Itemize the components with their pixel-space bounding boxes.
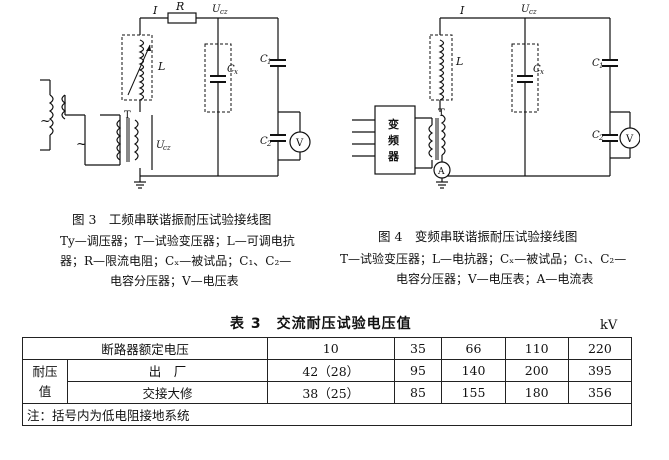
fig3-title: 图 3 工频串联谐振耐压试验接线图 xyxy=(72,212,272,227)
fig4-c1-label: C xyxy=(592,58,600,69)
fig4-legend-line-2: 电容分压器；V—电压表；A—电流表 xyxy=(396,272,594,286)
fig3-cx-label: C xyxy=(227,64,235,75)
fig4-ammeter-label: A xyxy=(437,167,445,177)
rating-cell: 66 xyxy=(441,337,506,360)
value-cell: 85 xyxy=(393,381,443,404)
rating-cell: 110 xyxy=(504,337,569,360)
fig3-c1-sub: 1 xyxy=(267,58,271,66)
fig4-ucz-sub: cz xyxy=(529,8,537,16)
table-row: 耐压值 出 厂 42（28） 95 140 200 395 xyxy=(22,359,633,404)
fig4-transformer-label: T xyxy=(438,108,445,119)
table-note-row: 注：括号内为低电阻接地系统 xyxy=(22,403,632,426)
fig3-legend-line-2: 器；R—限流电阻；Cₓ—被试品；C₁、C₂— xyxy=(60,254,292,268)
fig4-converter-label-2: 频 xyxy=(388,133,399,147)
row-label-cell: 交接大修 xyxy=(67,381,268,404)
value-cell: 395 xyxy=(567,359,633,382)
fig3-regulator-tilde: ~ xyxy=(76,137,87,152)
fig3-ucz-label: U xyxy=(212,4,221,15)
value-cell: 140 xyxy=(441,359,506,382)
table-note: 注：括号内为低电阻接地系统 xyxy=(22,403,632,426)
fig4-converter-label-3: 器 xyxy=(387,150,400,163)
fig3-current-label: I xyxy=(152,4,158,17)
fig3-ucz-side-label: U xyxy=(156,140,165,151)
fig3-c2-label: C xyxy=(260,136,268,147)
fig4-title: 图 4 变频串联谐振耐压试验接线图 xyxy=(378,229,578,244)
figure-3-circuit-diagram: I R U cz L C x C 1 C 2 T U cz V ~ ~ xyxy=(40,0,311,189)
fig3-resistor-label: R xyxy=(175,0,184,13)
voltage-table: 断路器额定电压 10 35 66 110 220 耐压值 出 厂 42（28） … xyxy=(22,337,633,426)
fig4-c2-sub: 2 xyxy=(598,134,604,142)
value-cell: 200 xyxy=(504,359,569,382)
rating-cell: 35 xyxy=(393,337,443,360)
figure-4-circuit-diagram: I U cz L C x C 1 C 2 T 变 频 器 A V xyxy=(352,4,640,189)
fig3-inductor-label: L xyxy=(157,60,165,73)
fig4-c2-label: C xyxy=(592,130,600,141)
fig3-ucz-sub: cz xyxy=(220,8,228,16)
fig4-inductor-label: L xyxy=(455,55,463,68)
value-cell: 180 xyxy=(504,381,569,404)
fig4-cx-sub: x xyxy=(540,68,544,76)
table-title: 表 3 交流耐压试验电压值 xyxy=(230,316,412,332)
fig3-c1-label: C xyxy=(260,54,268,65)
fig4-legend-line-1: T—试验变压器；L—电抗器；Cₓ—被试品；C₁、C₂— xyxy=(340,252,627,266)
fig3-voltmeter-label: V xyxy=(295,138,304,149)
fig3-transformer-label: T xyxy=(124,110,131,121)
value-cell: 356 xyxy=(567,381,633,404)
fig3-ucz-side-sub: cz xyxy=(163,144,171,152)
fig4-current-label: I xyxy=(459,4,465,17)
table-row: 交接大修 38（25） 85 155 180 356 xyxy=(23,381,633,404)
value-cell: 155 xyxy=(441,381,506,404)
fig4-c1-sub: 1 xyxy=(599,62,603,70)
row-label-cell: 出 厂 xyxy=(67,359,268,382)
table-unit: kV xyxy=(600,318,618,333)
fig4-converter-label-1: 变 xyxy=(388,117,399,131)
rating-cell: 10 xyxy=(266,337,395,360)
value-cell: 42（28） xyxy=(266,359,395,382)
rating-cell: 220 xyxy=(567,337,633,360)
fig4-cx-label: C xyxy=(533,64,541,75)
fig3-source-tilde: ~ xyxy=(40,114,51,129)
value-cell: 38（25） xyxy=(266,381,395,404)
value-cell: 95 xyxy=(393,359,443,382)
header-label-cell: 断路器额定电压 xyxy=(22,337,268,360)
fig3-legend-line-3: 电容分压器；V—电压表 xyxy=(110,274,239,288)
fig3-c2-sub: 2 xyxy=(266,140,272,148)
row-group-label: 耐压值 xyxy=(22,359,68,404)
fig3-legend-line-1: Ty—调压器；T—试验变压器；L—可调电抗 xyxy=(60,234,295,248)
fig4-ucz-label: U xyxy=(521,4,530,15)
fig4-voltmeter-label: V xyxy=(625,134,634,145)
table-header-row: 断路器额定电压 10 35 66 110 220 xyxy=(22,337,633,360)
fig3-cx-sub: x xyxy=(234,68,238,76)
